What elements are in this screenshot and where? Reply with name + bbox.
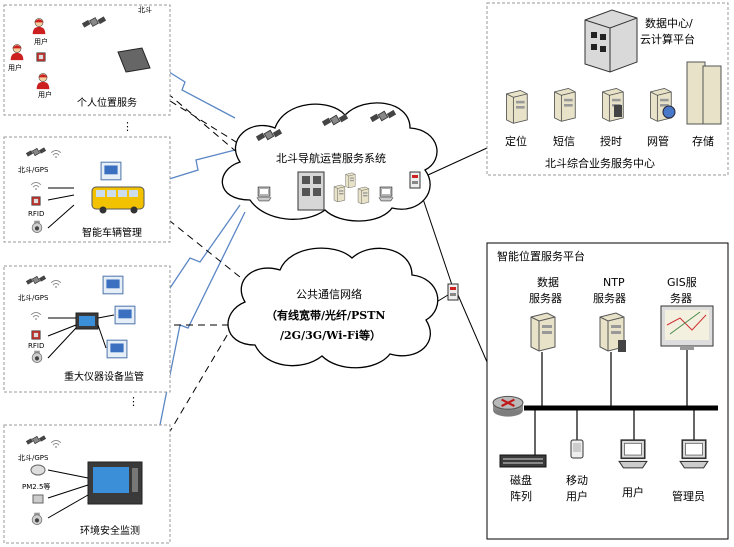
datacenter-icon: [584, 9, 638, 73]
gps-label: 北斗/GPS: [18, 166, 49, 174]
panel-location-platform: 智能位置服务平台 数据 服务器 NTP 服务器 GIS服 务器: [486, 242, 729, 540]
panel-title: 个人位置服务: [77, 96, 137, 109]
datacenter-label: 数据中心/: [645, 16, 693, 30]
gis-server-label: 务器: [670, 292, 692, 305]
user-label: 用户: [34, 37, 48, 46]
bus-icon: [91, 186, 145, 214]
panel-environment-monitoring: 北斗/GPS PM2.5等 环境安全监测: [3, 424, 171, 544]
admin-label: 管理员: [672, 489, 705, 503]
platform-title: 智能位置服务平台: [497, 249, 585, 263]
server-icon: [553, 87, 576, 122]
user-label: 用户: [38, 90, 52, 99]
pm-label: PM2.5等: [22, 482, 50, 491]
cloud-public-network: 公共通信网络 （有线宽带/光纤/PSTN /2G/3G/Wi-Fi等）: [227, 247, 439, 369]
cloud-beidou-operation: 北斗导航运营服务系统: [221, 102, 438, 222]
gis-server-label: GIS服: [667, 276, 697, 289]
workstation-icon: [256, 186, 272, 202]
firewall-icon: [447, 283, 459, 301]
monitor-terminal-icon: [87, 461, 143, 505]
datacenter-label: 云计算平台: [640, 32, 695, 46]
gps-label: 北斗/GPS: [18, 454, 49, 462]
ellipsis: ⋮: [128, 395, 139, 408]
mobile-user-label: 移动: [566, 474, 588, 487]
network-subtitle-1: （有线宽带/光纤/PSTN: [266, 308, 386, 322]
mobile-user-label: 用户: [566, 489, 588, 503]
server-icon: [345, 172, 356, 188]
user-computer-icon: [618, 439, 648, 469]
tablet-icon: [117, 47, 151, 73]
panel-vehicle-management: 北斗/GPS RFID 智能车辆管理: [3, 136, 171, 243]
device-icon: [114, 305, 136, 325]
service-item-3: 授时: [600, 134, 622, 148]
admin-computer-icon: [679, 439, 709, 469]
router-icon: [492, 395, 524, 418]
server-icon: [357, 186, 370, 204]
service-item-1: 定位: [505, 134, 527, 148]
device-icon: [102, 275, 124, 295]
disk-array-icon: [499, 454, 547, 468]
workstation-icon: [378, 186, 394, 202]
network-title: 公共通信网络: [296, 287, 362, 301]
service-item-4: 网管: [647, 134, 669, 148]
user-label: 用户: [8, 63, 22, 72]
server-icon: [333, 184, 346, 202]
ntp-server-label: 服务器: [593, 292, 626, 305]
disk-array-label: 磁盘: [510, 473, 532, 487]
storage-rack-icon: [686, 61, 706, 125]
gis-server-icon: [660, 305, 714, 350]
user-label: 用户: [622, 485, 644, 499]
rfid-tag-icon: [31, 330, 41, 340]
mobile-device-icon: [570, 439, 584, 459]
ntp-server-label: NTP: [603, 276, 625, 289]
server-icon: [506, 89, 528, 124]
sensor-icon: [32, 494, 44, 504]
service-item-2: 短信: [553, 134, 575, 148]
rfid-label: RFID: [28, 210, 44, 218]
terminal-icon: [100, 161, 122, 181]
panel-personal-location: 北斗 用户 用户 用户 个人位置服务: [3, 4, 171, 116]
rfid-tag-icon: [36, 52, 46, 62]
data-server-icon: [530, 312, 556, 352]
rfid-tag-icon: [31, 196, 41, 206]
rfid-label: RFID: [28, 342, 44, 350]
sensor-icon: [30, 464, 46, 476]
cloud-title: 北斗导航运营服务系统: [276, 151, 386, 165]
service-center-title: 北斗综合业务服务中心: [545, 156, 655, 170]
firewall-icon: [409, 171, 421, 189]
ellipsis: ⋮: [122, 120, 133, 133]
network-subtitle-2: /2G/3G/Wi-Fi等）: [280, 328, 381, 342]
data-server-label: 服务器: [529, 292, 562, 305]
gps-label: 北斗/GPS: [18, 294, 49, 302]
panel-title: 重大仪器设备监管: [64, 370, 144, 383]
service-item-5: 存储: [692, 134, 714, 148]
panel-title: 智能车辆管理: [82, 226, 142, 239]
panel-title: 环境安全监测: [80, 524, 140, 537]
panel-service-center: 数据中心/ 云计算平台 定位 短信 授时 网管 存储 北斗综合业务服务中心: [486, 2, 729, 176]
device-icon: [106, 339, 128, 359]
disk-array-label: 阵列: [510, 489, 532, 503]
panel-equipment-monitoring: 北斗/GPS RFID 重大仪器设备监管: [3, 265, 171, 393]
data-server-label: 数据: [537, 275, 559, 289]
satellite-label: 北斗: [138, 6, 152, 14]
